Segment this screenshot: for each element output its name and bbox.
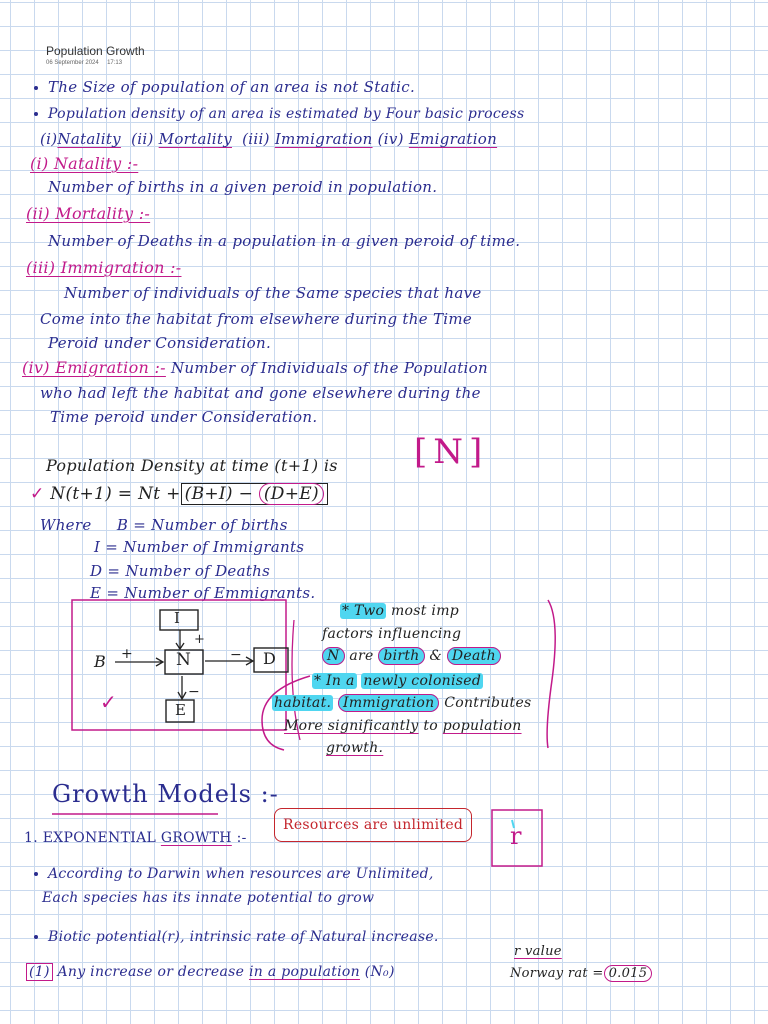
label-e-minus: − [188, 684, 201, 700]
n-box-label: [N] [414, 432, 489, 472]
norway-rat-line: Norway rat =0.015 [510, 965, 653, 982]
immigration-definition-1: Number of individuals of the Same specie… [64, 284, 482, 302]
darwin-line-2: Each species has its innate potential to… [42, 890, 375, 906]
diagram-frame [71, 599, 287, 731]
emigration-definition-3: Time peroid under Consideration. [50, 408, 318, 426]
r-value-label: r value [514, 944, 562, 959]
notes-bracket-left [291, 619, 301, 741]
formula-d: D = Number of Deaths [90, 562, 271, 580]
darwin-line-1: According to Darwin when resources are U… [34, 866, 434, 882]
diagram-tick: ✓ [100, 690, 118, 714]
bullet-line-2: Population density of an area is estimat… [34, 106, 525, 122]
formula-e: E = Number of Emmigrants. [90, 584, 316, 602]
emigration-definition-2: who had left the habitat and gone elsewh… [40, 384, 481, 402]
natality-definition: Number of births in a given peroid in po… [48, 178, 438, 196]
mortality-heading: (ii) Mortality :- [26, 204, 151, 223]
label-n: N [176, 650, 192, 670]
natality-heading: (i) Natality :- [30, 154, 139, 173]
immigration-heading: (iii) Immigration :- [26, 258, 182, 277]
page-title: Population Growth [46, 44, 145, 58]
label-b-plus: + [121, 646, 134, 662]
immigration-definition-2: Come into the habitat from elsewhere dur… [40, 310, 473, 328]
bullet-dot [34, 86, 38, 90]
box-n [164, 649, 204, 675]
notes-curve [261, 675, 311, 751]
mortality-definition: Number of Deaths in a population in a gi… [48, 232, 521, 250]
r-box [491, 809, 543, 867]
resources-unlimited-box: Resources are unlimited [274, 808, 473, 842]
label-d: D [263, 649, 277, 668]
label-d-minus: − [230, 647, 243, 663]
bullet-dot [34, 935, 38, 939]
note-line-5: habitat. Immigration Contributes [272, 694, 532, 712]
bullet-dot [34, 112, 38, 116]
biotic-potential-line: Biotic potential(r), intrinsic rate of N… [34, 929, 439, 945]
page-date: 06 September 2024 17:13 [46, 60, 123, 66]
note-line-6: More significantly to population [284, 718, 522, 734]
formula-equation: ✓ N(t+1) = Nt +(B+I) − (D+E) [30, 483, 328, 505]
r-box-label: r [510, 822, 522, 850]
population-change-line: (1) Any increase or decrease in a popula… [26, 963, 395, 981]
box-i [159, 609, 199, 631]
box-e [165, 699, 195, 723]
formula-i: I = Number of Immigrants [94, 538, 305, 556]
box-d [253, 647, 289, 673]
note-line-7: growth. [326, 740, 384, 756]
tick-mark: ✓ [30, 484, 45, 504]
note-line-2: factors influencing [322, 626, 462, 642]
note-line-3: N are birth & Death [322, 647, 501, 665]
emigration-line-1: (iv) Emigration :- Number of Individuals… [22, 358, 488, 377]
immigration-definition-3: Peroid under Consideration. [48, 334, 272, 352]
label-i: I [174, 609, 181, 627]
bullet-line-1: The Size of population of an area is not… [34, 78, 415, 96]
process-list: (i)Natality (ii) Mortality (iii) Immigra… [40, 130, 498, 148]
bullet-dot [34, 872, 38, 876]
growth-models-heading: Growth Models :- [52, 780, 279, 808]
formula-intro: Population Density at time (t+1) is [46, 456, 338, 475]
note-line-4: * In a newly colonised [312, 673, 484, 689]
exponential-growth-heading: 1. EXPONENTIAL GROWTH :- [24, 830, 247, 846]
label-b: B [94, 652, 107, 671]
note-line-1: * Two most imp [340, 603, 460, 619]
formula-where: Where B = Number of births [40, 516, 288, 534]
label-i-plus: + [194, 632, 206, 647]
label-e: E [175, 701, 187, 719]
notes-bracket-right [546, 599, 556, 749]
